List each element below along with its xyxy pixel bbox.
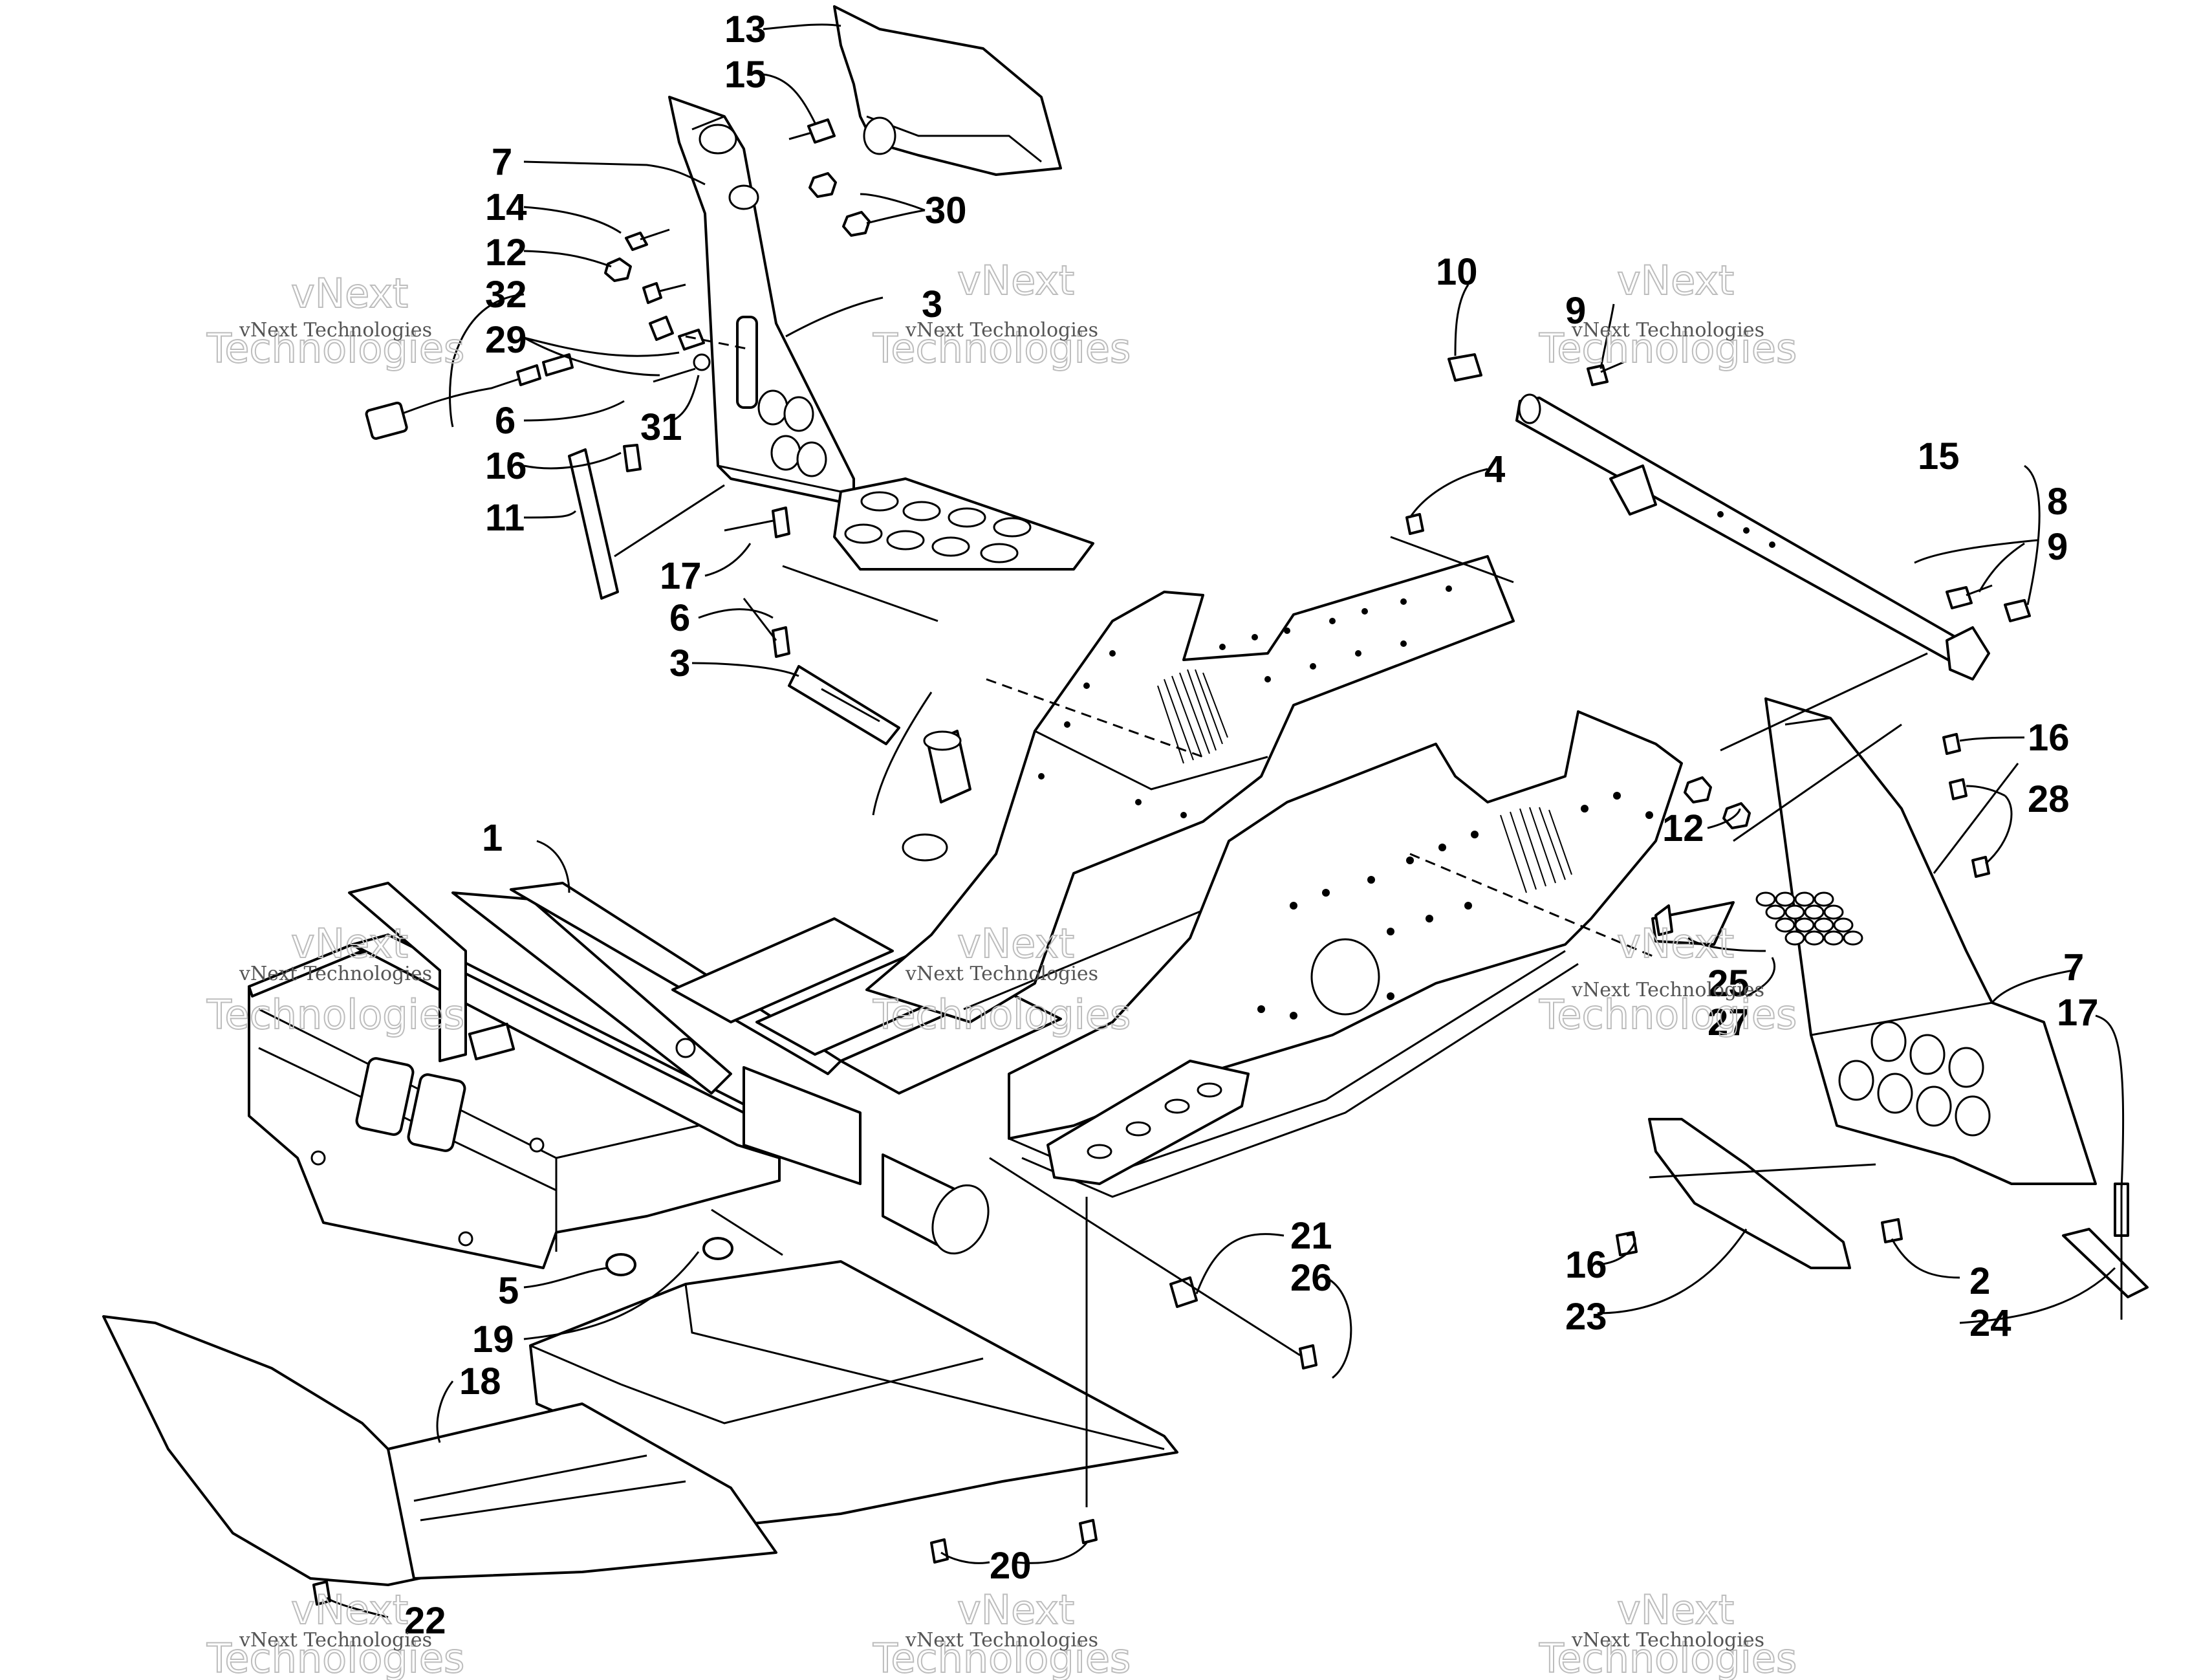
callout-12-right: 12 [1662, 807, 1704, 849]
callout-6: 6 [495, 400, 515, 442]
watermark-big: vNext [1617, 1586, 1734, 1633]
callout-11: 11 [485, 497, 525, 539]
callout-27: 27 [1708, 1001, 1750, 1043]
belly-pan [529, 1260, 1178, 1528]
watermark-big: Technologies [873, 991, 1131, 1038]
callout-9-right: 9 [2047, 526, 2068, 568]
callout-20: 20 [990, 1545, 1032, 1587]
watermark-small: vNext Technologies [239, 319, 432, 342]
callout-23: 23 [1565, 1296, 1607, 1338]
callout-19: 19 [472, 1318, 514, 1360]
callout-12: 12 [485, 232, 527, 274]
callout-22: 22 [404, 1600, 446, 1642]
callout-28: 28 [2028, 778, 2070, 820]
callout-32: 32 [485, 274, 527, 316]
callout-18: 18 [459, 1360, 501, 1402]
callout-labels: 13 15 7 14 12 30 32 29 6 31 16 11 17 3 6… [404, 8, 2099, 1642]
bottom-fasteners [312, 1157, 1317, 1606]
callout-2: 2 [1969, 1260, 1990, 1302]
cross-tube [1515, 393, 1990, 681]
callout-7-right: 7 [2063, 946, 2084, 988]
upper-right-fasteners [1405, 353, 2149, 1298]
watermark-small: vNext Technologies [239, 963, 432, 985]
callout-30: 30 [925, 190, 967, 232]
callout-13: 13 [724, 8, 766, 50]
watermark-big: vNext [291, 920, 408, 967]
right-console-bracket [1651, 697, 2097, 1185]
watermark-small: vNext Technologies [905, 1629, 1098, 1652]
callout-26: 26 [1290, 1257, 1332, 1299]
callout-7: 7 [492, 141, 512, 183]
callout-6-mid: 6 [669, 597, 690, 639]
watermark-big: vNext [291, 1586, 408, 1633]
callout-15-right: 15 [1918, 435, 1960, 477]
callout-5: 5 [498, 1270, 519, 1312]
watermark-big: Technologies [1539, 1635, 1797, 1680]
watermark-big: Technologies [873, 1635, 1131, 1680]
callout-17-right: 17 [2057, 992, 2099, 1034]
callout-8: 8 [2047, 481, 2068, 523]
watermark-big: vNext [1617, 920, 1734, 967]
callout-17: 17 [660, 555, 702, 597]
center-lines [614, 335, 2123, 1507]
watermark-big: Technologies [1539, 991, 1797, 1038]
callout-3-upper: 3 [922, 283, 942, 325]
steering-shaft [568, 448, 619, 600]
watermark-small: vNext Technologies [1571, 979, 1764, 1001]
callout-25: 25 [1708, 963, 1750, 1005]
watermark-small: vNext Technologies [905, 319, 1098, 342]
right-panel-hatching [1500, 807, 1572, 893]
watermark-big: vNext [957, 257, 1074, 304]
watermark-big: Technologies [873, 325, 1131, 372]
upper-left-fasteners [604, 118, 900, 745]
callout-9: 9 [1565, 290, 1586, 332]
left-panel-hatching [1157, 669, 1228, 764]
callout-3: 3 [669, 642, 690, 684]
watermark-big: vNext [1617, 257, 1734, 304]
callout-16: 16 [485, 445, 527, 487]
callout-4: 4 [1484, 448, 1505, 490]
callout-16-lower: 16 [1565, 1244, 1607, 1286]
wiring-harness [365, 353, 574, 440]
watermark-big: Technologies [206, 1635, 464, 1680]
callout-10: 10 [1436, 251, 1478, 293]
callout-16-right: 16 [2028, 717, 2070, 759]
callout-14: 14 [485, 186, 527, 228]
watermark-small: vNext Technologies [239, 1629, 432, 1652]
watermarks: vNext Technologies vNext Technologies vN… [206, 256, 1797, 1680]
watermark-big: Technologies [1539, 325, 1797, 372]
front-nose-pan [102, 1315, 777, 1586]
headlight-housing [833, 5, 1062, 176]
watermark-big: vNext [291, 270, 408, 317]
watermark-small: vNext Technologies [1571, 319, 1764, 342]
callout-31: 31 [640, 406, 682, 448]
watermark-big: vNext [957, 920, 1074, 967]
main-frame [248, 555, 1683, 1269]
watermark-big: Technologies [206, 325, 464, 372]
watermark-big: vNext [957, 1586, 1074, 1633]
callout-1: 1 [482, 817, 503, 859]
watermark-small: vNext Technologies [1571, 1629, 1764, 1652]
left-console-bracket [668, 96, 1094, 571]
callout-29: 29 [485, 319, 527, 361]
hex-mesh [1755, 891, 1863, 946]
watermark-small: vNext Technologies [905, 963, 1098, 985]
callout-15: 15 [724, 54, 766, 96]
watermark-big: Technologies [206, 991, 464, 1038]
leader-lines [326, 23, 2125, 1619]
callout-21: 21 [1290, 1215, 1332, 1257]
callout-24: 24 [1969, 1302, 2011, 1344]
panel-rivet-holes [1038, 585, 1653, 1020]
